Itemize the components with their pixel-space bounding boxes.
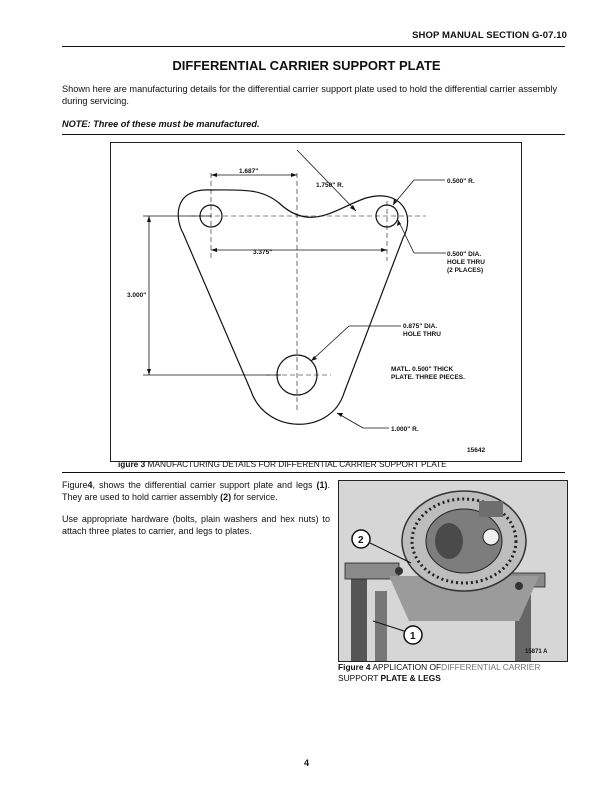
figure-4-caption-text1: APPLICATION OF	[372, 662, 442, 672]
dim-r1000: 1.000" R.	[391, 426, 419, 433]
figure-3-caption: igure 3 MANUFACTURING DETAILS FOR DIFFER…	[118, 459, 447, 469]
hole-0500-line1: 0.500" DIA.	[447, 251, 481, 258]
hole-0875-line1: 0.875" DIA.	[403, 323, 437, 330]
dim-3000: 3.000"	[127, 292, 146, 299]
figure-4-photo: 2 1 15871 A	[338, 480, 568, 662]
hole-0875-line2: HOLE THRU	[403, 331, 441, 338]
figure-3-caption-label: igure 3	[118, 459, 146, 469]
callout-2: 2	[358, 535, 364, 546]
figure-4-ref: 15871 A	[525, 649, 548, 655]
hole-0500-line2: HOLE THRU	[447, 259, 485, 266]
material-line2: PLATE. THREE PIECES.	[391, 374, 465, 381]
para2-fig-ref: 4	[87, 480, 93, 490]
support-plate-drawing: 1.687" 1.750" R. 0.500" R. 3.375" 0.500"…	[127, 149, 485, 454]
material-line1: MATL. 0.500" THICK	[391, 366, 453, 373]
dim-r0500: 0.500" R.	[447, 178, 475, 185]
dim-1687: 1.687"	[239, 168, 258, 175]
plate-outline	[177, 189, 409, 425]
figure-4-caption-text3: SUPPORT	[338, 672, 379, 683]
callout-1: 1	[410, 631, 416, 642]
carrier-photo-illustration: 2 1 15871 A	[339, 481, 567, 661]
para2-text-a: Figure	[62, 480, 88, 490]
note-rule	[62, 134, 565, 135]
figure-3-drawing: 1.687" 1.750" R. 0.500" R. 3.375" 0.500"…	[110, 142, 522, 462]
header-section: SHOP MANUAL SECTION G-07.10	[412, 30, 567, 41]
para2-text-c: , shows the differential carrier support…	[92, 480, 313, 490]
hole-0500-line3: (2 PLACES)	[447, 267, 483, 274]
hardware-paragraph: Use appropriate hardware (bolts, plain w…	[62, 514, 330, 536]
figure-4-paragraph: Figure4, shows the differential carrier …	[62, 480, 330, 503]
page-number: 4	[303, 758, 309, 768]
dim-r1750: 1.750" R.	[316, 182, 344, 189]
figure-4-caption: Figure 4 APPLICATION OFDIFFERENTIAL CARR…	[338, 662, 578, 683]
para2-text-g: for service.	[233, 491, 278, 502]
para2-legs-ref: (1)	[316, 480, 328, 490]
intro-paragraph: Shown here are manufacturing details for…	[62, 84, 558, 106]
para2-text-e: . They are used to hold carrier assembly	[62, 480, 330, 502]
para2-carrier-ref: (2)	[220, 491, 232, 502]
note-text: Three of these must be manufactured.	[93, 119, 260, 129]
note: NOTE: Three of these must be manufacture…	[62, 119, 260, 129]
caption-rule	[62, 472, 565, 473]
figure-4-caption-label: Figure 4	[338, 662, 371, 672]
header-rule	[62, 46, 565, 47]
note-label: NOTE:	[62, 119, 91, 129]
dim-3375: 3.375"	[253, 249, 272, 256]
figure-4-caption-text2: DIFFERENTIAL CARRIER	[441, 662, 541, 672]
page-title: DIFFERENTIAL CARRIER SUPPORT PLATE	[172, 58, 441, 73]
figure-3-ref: 15642	[467, 447, 485, 454]
figure-3-caption-text: MANUFACTURING DETAILS FOR DIFFERENTIAL C…	[147, 459, 447, 469]
figure-4-caption-text4: PLATE & LEGS	[380, 672, 441, 683]
